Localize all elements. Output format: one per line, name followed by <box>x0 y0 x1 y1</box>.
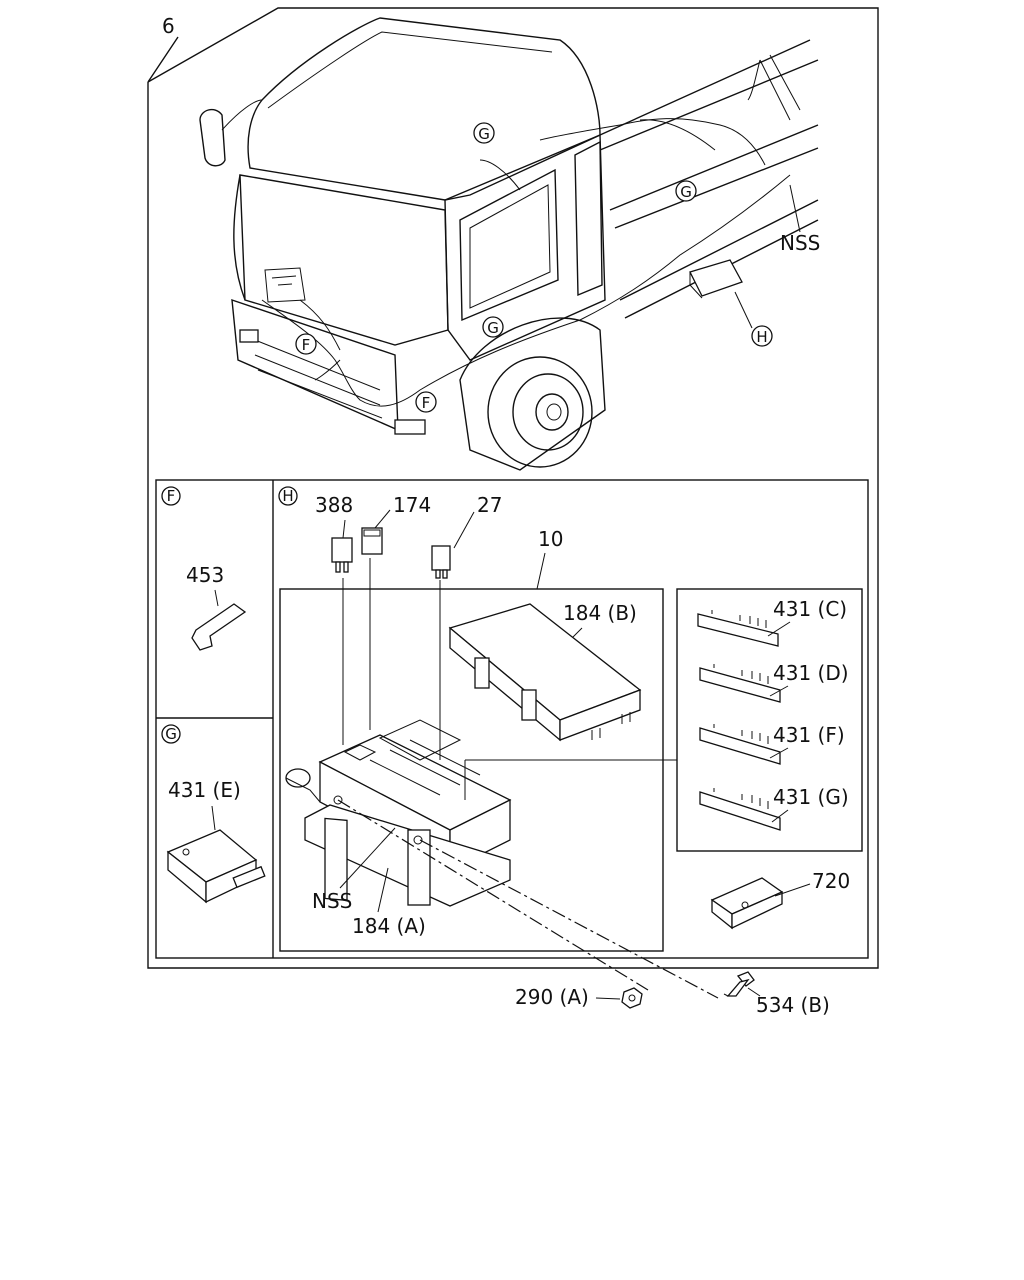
svg-text:F: F <box>422 394 431 412</box>
bolt-dash-line <box>419 839 719 999</box>
leader-27 <box>453 511 475 549</box>
callout-cover: 184 (B) <box>563 601 637 625</box>
leader-431g <box>771 809 789 823</box>
leader-174 <box>374 509 391 529</box>
case-184a-part <box>285 719 512 907</box>
connector-431e-part <box>166 829 266 904</box>
panel-g: G 431 (E) <box>161 724 266 904</box>
connector-subframe <box>676 588 863 852</box>
marker-g-2: G <box>675 180 697 202</box>
leader-431e <box>211 805 216 831</box>
leader-marker-h <box>734 291 753 329</box>
svg-text:G: G <box>487 319 499 337</box>
svg-text:G: G <box>478 125 490 143</box>
callout-conn-e: 431 (E) <box>168 778 241 802</box>
fuse-174-part <box>361 527 383 555</box>
svg-text:F: F <box>167 487 176 505</box>
leader-431c <box>767 621 791 637</box>
svg-text:H: H <box>756 328 767 346</box>
svg-text:G: G <box>165 725 177 743</box>
callout-nss-top: NSS <box>780 231 820 255</box>
leader-184a <box>377 867 389 913</box>
marker-f-2: F <box>415 391 437 413</box>
fuse-27-part <box>431 545 451 579</box>
leader-431f <box>769 747 789 759</box>
bolt-534b-part <box>723 971 755 997</box>
relay-box-subframe <box>279 588 664 952</box>
connector-431d-part <box>699 664 781 703</box>
bracket-720-part <box>710 877 784 930</box>
panel-h-marker: H <box>278 486 298 506</box>
callout-conn-d: 431 (D) <box>773 661 849 685</box>
leader-nss-top <box>789 184 801 233</box>
detail-panels-frame <box>155 479 869 959</box>
marker-g-1: G <box>473 122 495 144</box>
panel-f-marker: F <box>161 486 181 506</box>
connector-leader <box>464 759 677 800</box>
leader-nss-box <box>339 827 396 889</box>
callout-conn-f: 431 (F) <box>773 723 845 747</box>
fuse-leader-lines <box>342 558 441 760</box>
callout-bolt: 534 (B) <box>756 993 830 1017</box>
callout-relay-box: 10 <box>538 527 563 551</box>
nut-290a-part <box>621 987 643 1009</box>
callout-nss-box: NSS <box>312 889 352 913</box>
panel-g-marker: G <box>161 724 181 744</box>
svg-text:H: H <box>282 487 293 505</box>
panel-h: H 388 174 27 10 184 (B) <box>278 486 863 952</box>
fuse-388-part <box>331 537 353 573</box>
callout-fuse-27: 27 <box>477 493 502 517</box>
connector-431c-part <box>697 610 779 647</box>
leader-388 <box>342 519 346 539</box>
leader-453 <box>214 589 219 607</box>
svg-text:F: F <box>302 336 311 354</box>
leader-431d <box>769 685 789 697</box>
svg-text:G: G <box>680 183 692 201</box>
callout-clip-453: 453 <box>186 563 224 587</box>
callout-conn-g: 431 (G) <box>773 785 849 809</box>
connector-431f-part <box>699 724 781 765</box>
callout-conn-c: 431 (C) <box>773 597 847 621</box>
connector-431g-part <box>699 788 781 831</box>
marker-f-1: F <box>295 333 317 355</box>
nut-dash-line <box>337 799 649 991</box>
panel-f: F 453 <box>161 486 247 651</box>
marker-h-1: H <box>751 325 773 347</box>
leader-10 <box>536 552 546 590</box>
callout-assembly: 6 <box>162 14 175 38</box>
leader-534b <box>747 987 761 997</box>
leader-720 <box>774 883 811 897</box>
truck-illustration <box>199 17 819 471</box>
cover-184b-part <box>448 603 642 742</box>
clip-453-part <box>191 603 247 651</box>
marker-g-3: G <box>482 316 504 338</box>
callout-bracket: 720 <box>812 869 850 893</box>
callout-case: 184 (A) <box>352 914 426 938</box>
callout-fuse-174: 174 <box>393 493 431 517</box>
outer-frame <box>147 7 879 969</box>
callout-nut: 290 (A) <box>515 985 589 1009</box>
callout-fuse-388: 388 <box>315 493 353 517</box>
leader-290a <box>595 997 621 1000</box>
